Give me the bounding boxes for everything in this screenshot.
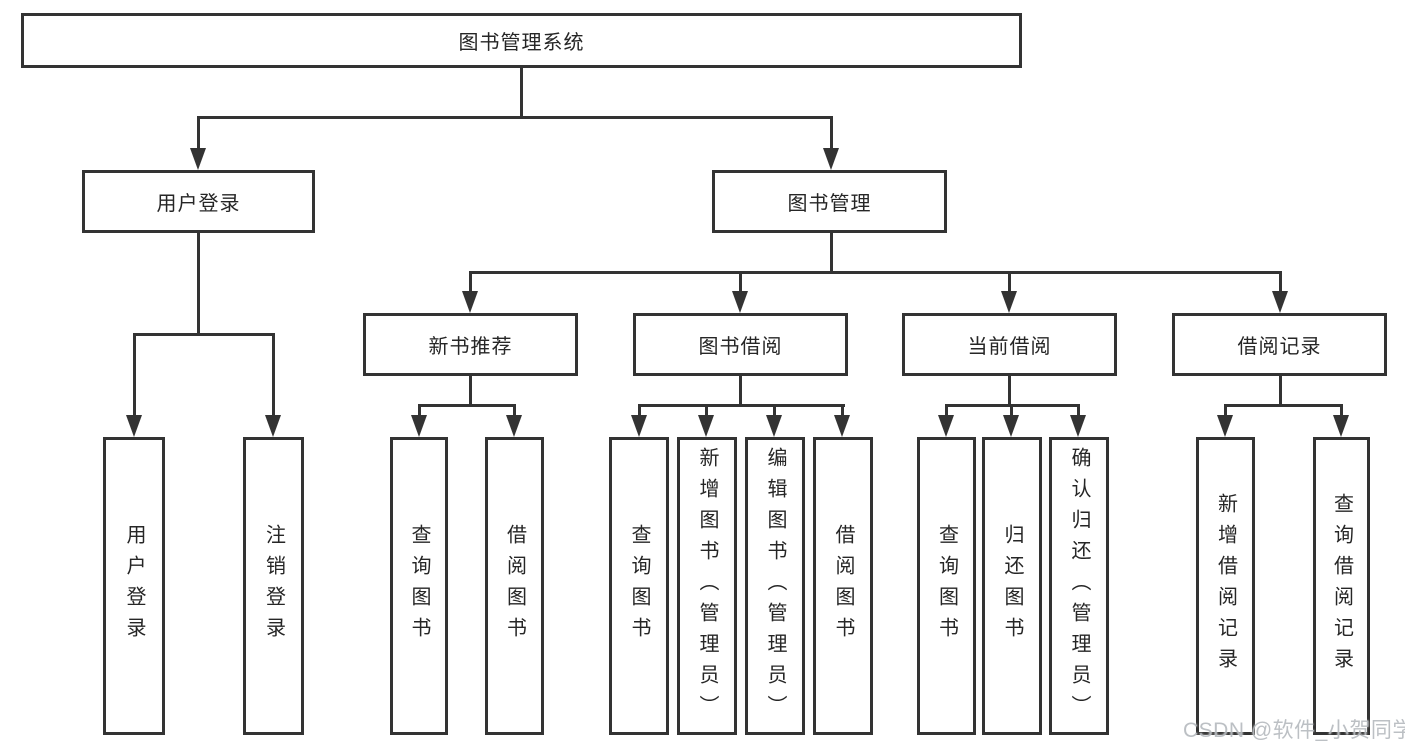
connector-book-borrow-stem [739, 376, 742, 407]
csdn-watermark: CSDN @软件_小贺同学 [1183, 719, 1405, 742]
node-user-login: 用户登录 [82, 170, 315, 233]
arrow-down-icon [823, 148, 839, 170]
leaf-label: 归还图书 [1001, 524, 1023, 648]
arrow-down-icon [1217, 415, 1233, 437]
arrow-down-icon [506, 415, 522, 437]
arrow-down-icon [1272, 291, 1288, 313]
arrow-down-icon [834, 415, 850, 437]
connector-leaf [513, 404, 516, 417]
leaf-confirm-return-admin: 确认归还（管理员） [1049, 437, 1109, 735]
arrow-down-icon [411, 415, 427, 437]
connector-borrow-records-branch [1224, 404, 1343, 407]
node-label: 图书管理系统 [458, 32, 585, 54]
node-root-library-system: 图书管理系统 [21, 13, 1022, 68]
connector-book-mgmt-stem [830, 233, 833, 274]
leaf-label: 新增借阅记录 [1214, 493, 1237, 679]
connector-to-current-borrow [1008, 271, 1011, 293]
arrow-down-icon [766, 415, 782, 437]
connector-to-leaf-user-login [133, 333, 136, 417]
connector-level3-branch [469, 271, 1282, 274]
connector-user-login-branch [133, 333, 275, 336]
leaf-user-login: 用户登录 [103, 437, 165, 735]
connector-leaf [705, 404, 708, 417]
leaf-label: 借阅图书 [503, 524, 526, 648]
arrow-down-icon [1001, 291, 1017, 313]
arrow-down-icon [1070, 415, 1086, 437]
leaf-label: 编辑图书（管理员） [764, 446, 786, 726]
leaf-logout: 注销登录 [243, 437, 304, 735]
connector-to-user-login [197, 116, 200, 150]
leaf-query-borrow-record: 查询借阅记录 [1313, 437, 1370, 735]
node-label: 用户登录 [156, 193, 241, 215]
connector-leaf [1077, 404, 1080, 417]
connector-leaf [773, 404, 776, 417]
leaf-label: 新增图书（管理员） [696, 446, 718, 726]
leaf-return-book: 归还图书 [982, 437, 1042, 735]
connector-to-borrow-records [1279, 271, 1282, 293]
leaf-query-book-borrowing: 查询图书 [609, 437, 669, 735]
node-label: 当前借阅 [967, 336, 1052, 358]
connector-to-book-borrow [739, 271, 742, 293]
leaf-add-borrow-record: 新增借阅记录 [1196, 437, 1255, 735]
connector-to-leaf-logout [272, 333, 275, 417]
connector-leaf [1340, 404, 1343, 417]
connector-leaf [841, 404, 844, 417]
connector-leaf [1224, 404, 1227, 417]
arrow-down-icon [190, 148, 206, 170]
leaf-borrow-book-recommend: 借阅图书 [485, 437, 544, 735]
leaf-add-book-admin: 新增图书（管理员） [677, 437, 737, 735]
connector-current-borrow-stem [1008, 376, 1011, 407]
connector-to-book-mgmt [830, 116, 833, 150]
arrow-down-icon [631, 415, 647, 437]
arrow-down-icon [1003, 415, 1019, 437]
leaf-query-book-current: 查询图书 [917, 437, 976, 735]
arrow-down-icon [126, 415, 142, 437]
connector-borrow-records-stem [1279, 376, 1282, 407]
node-book-management: 图书管理 [712, 170, 947, 233]
arrow-down-icon [732, 291, 748, 313]
arrow-down-icon [462, 291, 478, 313]
connector-new-book-rec-branch [418, 404, 516, 407]
node-new-book-recommend: 新书推荐 [363, 313, 578, 376]
node-label: 图书管理 [787, 193, 872, 215]
node-borrowing-records: 借阅记录 [1172, 313, 1387, 376]
connector-leaf [1010, 404, 1013, 417]
leaf-label: 查询图书 [628, 524, 650, 648]
connector-user-login-stem [197, 233, 200, 336]
node-label: 图书借阅 [698, 336, 783, 358]
arrow-down-icon [938, 415, 954, 437]
connector-root-stem [520, 68, 523, 118]
leaf-label: 查询图书 [935, 524, 958, 648]
connector-level1-branch [197, 116, 833, 119]
arrow-down-icon [265, 415, 281, 437]
leaf-label: 确认归还（管理员） [1068, 446, 1090, 726]
arrow-down-icon [1333, 415, 1349, 437]
leaf-edit-book-admin: 编辑图书（管理员） [745, 437, 805, 735]
leaf-label: 查询借阅记录 [1330, 493, 1353, 679]
node-label: 借阅记录 [1237, 336, 1322, 358]
leaf-query-book-recommend: 查询图书 [390, 437, 448, 735]
connector-to-new-book-rec [469, 271, 472, 293]
leaf-label: 借阅图书 [832, 524, 854, 648]
node-current-borrowing: 当前借阅 [902, 313, 1117, 376]
leaf-label: 注销登录 [262, 524, 285, 648]
leaf-label: 用户登录 [123, 524, 145, 648]
connector-leaf [418, 404, 421, 417]
node-book-borrowing: 图书借阅 [633, 313, 848, 376]
leaf-borrow-book: 借阅图书 [813, 437, 873, 735]
connector-leaf [945, 404, 948, 417]
connector-book-borrow-branch [638, 404, 845, 407]
node-label: 新书推荐 [428, 336, 513, 358]
leaf-label: 查询图书 [408, 524, 430, 648]
arrow-down-icon [698, 415, 714, 437]
connector-leaf [638, 404, 641, 417]
connector-new-book-rec-stem [469, 376, 472, 407]
